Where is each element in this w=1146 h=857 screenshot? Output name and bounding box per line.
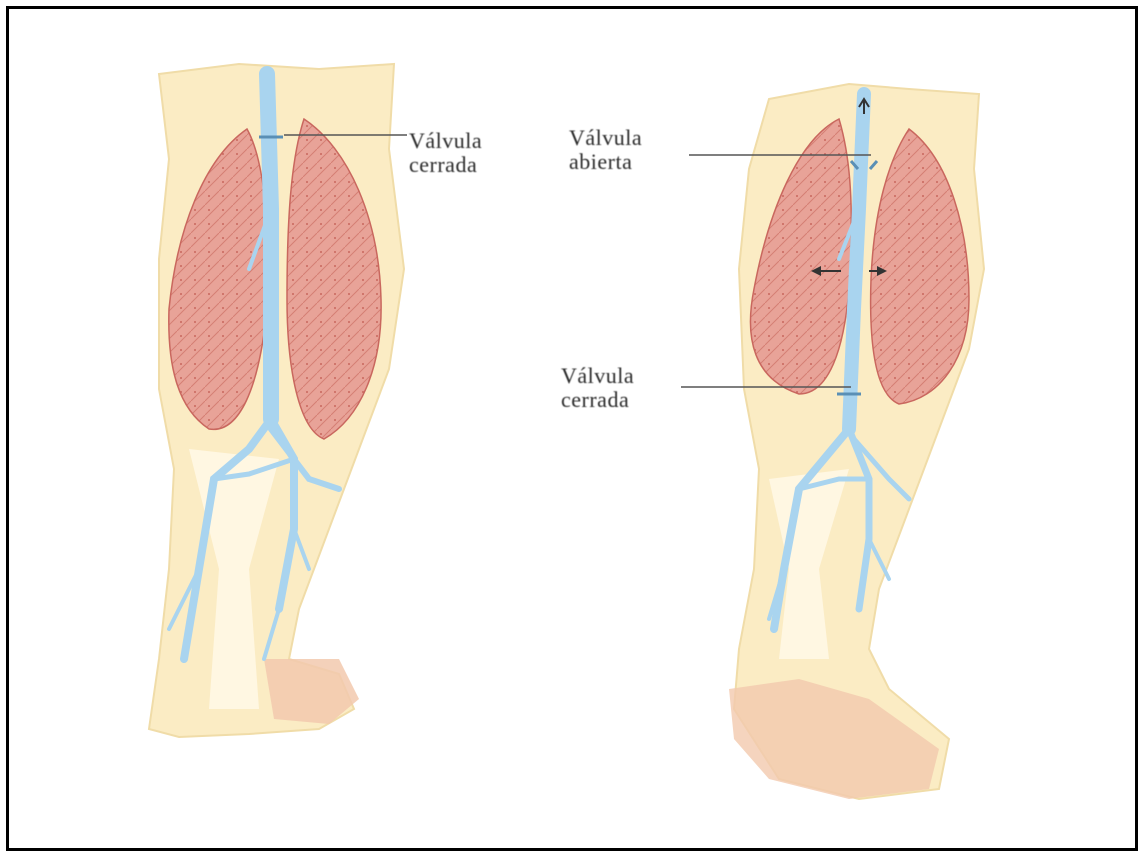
label-left-top-line1: Válvula (409, 129, 482, 153)
label-right-middle-line1: Válvula (561, 364, 634, 388)
label-right-top-line1: Válvula (569, 126, 642, 150)
label-right-middle: Válvula cerrada (561, 364, 634, 412)
right-foot (729, 679, 939, 799)
label-left-top-line2: cerrada (409, 153, 482, 177)
label-right-middle-line2: cerrada (561, 388, 634, 412)
label-right-top: Válvula abierta (569, 126, 642, 174)
right-leg (681, 84, 984, 799)
left-leg (149, 64, 407, 737)
label-right-top-line2: abierta (569, 150, 642, 174)
label-left-top: Válvula cerrada (409, 129, 482, 177)
figure-frame: Válvula cerrada Válvula abierta Válvula … (6, 6, 1138, 851)
